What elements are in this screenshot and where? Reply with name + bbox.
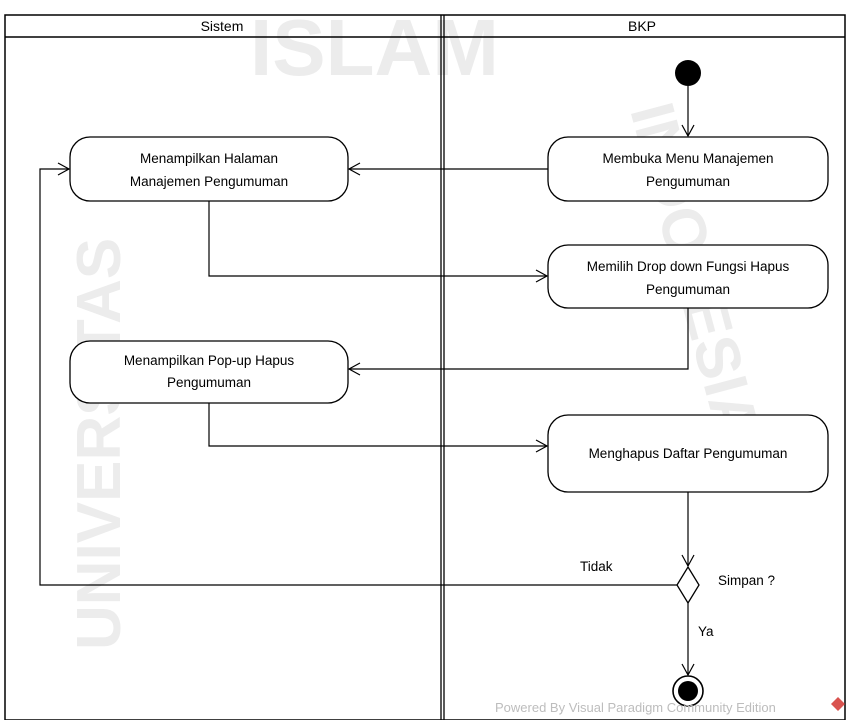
decision-label: Simpan ? bbox=[718, 573, 775, 588]
activity-menghapus-daftar: Menghapus Daftar Pengumuman bbox=[547, 414, 829, 493]
activity-membuka-menu: Membuka Menu Manajemen Pengumuman bbox=[547, 136, 829, 202]
activity-box bbox=[547, 136, 829, 202]
powered-by-text: Powered By Visual Paradigm Community Edi… bbox=[495, 700, 776, 715]
activity-label-line1: Memilih Drop down Fungsi Hapus bbox=[587, 259, 790, 274]
activity-menampilkan-halaman: Menampilkan Halaman Manajemen Pengumuman bbox=[69, 136, 349, 202]
decision-node bbox=[676, 565, 700, 605]
visual-paradigm-logo-icon bbox=[831, 697, 845, 711]
activity-label-line2: Pengumuman bbox=[167, 375, 251, 390]
final-node-inner bbox=[678, 681, 698, 701]
control-flows bbox=[39, 86, 695, 677]
activity-label-line1: Menghapus Daftar Pengumuman bbox=[589, 446, 788, 461]
lane-title-bkp: BKP bbox=[628, 18, 656, 34]
lane-title-sistem: Sistem bbox=[201, 18, 244, 34]
swimlanes: Sistem BKP bbox=[4, 14, 846, 720]
initial-node bbox=[675, 60, 701, 86]
flow-popup-to-menghapus bbox=[208, 403, 549, 453]
guard-no-label: Tidak bbox=[580, 559, 613, 574]
activity-box bbox=[547, 244, 829, 309]
activity-label-line2: Manajemen Pengumuman bbox=[130, 174, 288, 189]
watermark-top-text: ISLAM bbox=[250, 3, 499, 92]
activity-label-line2: Pengumuman bbox=[646, 174, 730, 189]
activity-box bbox=[69, 136, 349, 202]
flow-halaman-to-memilih bbox=[208, 201, 549, 283]
activity-label-line1: Membuka Menu Manajemen bbox=[602, 151, 773, 166]
powered-by-footer: Powered By Visual Paradigm Community Edi… bbox=[495, 697, 845, 715]
guard-yes-label: Ya bbox=[698, 624, 714, 639]
watermark: ISLAM UNIVERSITAS INDONESIA bbox=[65, 3, 772, 650]
activity-box bbox=[69, 340, 349, 404]
activity-memilih-dropdown: Memilih Drop down Fungsi Hapus Pengumuma… bbox=[547, 244, 829, 309]
swimlane-frame bbox=[4, 14, 846, 720]
flow-memilih-to-popup bbox=[347, 308, 689, 376]
activity-menampilkan-popup: Menampilkan Pop-up Hapus Pengumuman bbox=[69, 340, 349, 404]
flow-decision-no-to-halaman bbox=[39, 162, 677, 586]
activity-label-line2: Pengumuman bbox=[646, 282, 730, 297]
watermark-left-text: UNIVERSITAS bbox=[65, 238, 134, 650]
activity-label-line1: Menampilkan Halaman bbox=[140, 151, 278, 166]
activity-label-line1: Menampilkan Pop-up Hapus bbox=[124, 353, 295, 368]
